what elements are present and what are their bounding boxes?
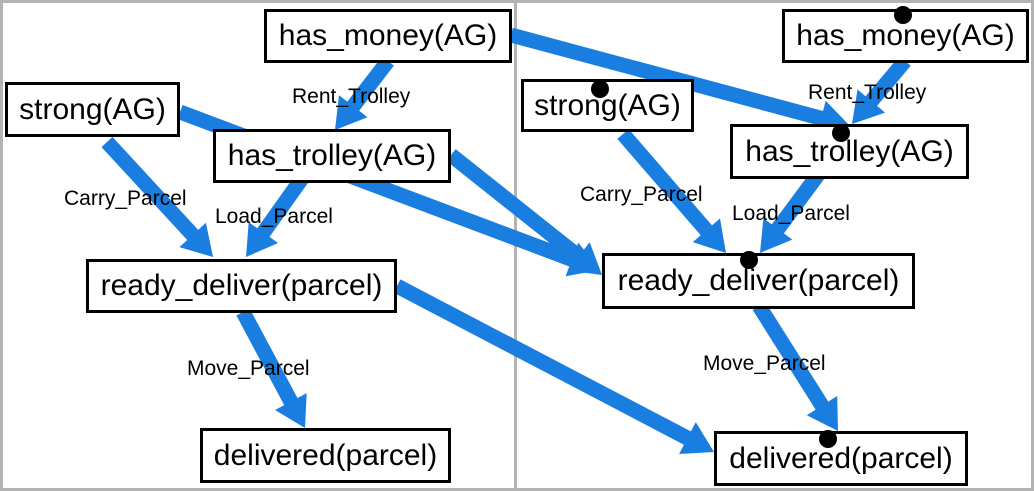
left-edge-rent-trolley — [335, 56, 394, 130]
right-node-has-trolley: has_trolley(AG) — [730, 124, 969, 179]
left-edge-ready-to-right-delivered — [393, 279, 714, 454]
left-label-carry-parcel: Carry_Parcel — [64, 187, 187, 210]
right-edge-carry-parcel — [617, 129, 726, 253]
marker-dot-has-money — [894, 6, 912, 24]
marker-dot-delivered — [819, 430, 837, 448]
marker-dot-ready-deliver — [740, 251, 758, 269]
right-edge-rent-trolley — [852, 56, 911, 125]
left-edge-move-parcel — [236, 308, 307, 428]
marker-dot-strong — [591, 80, 609, 98]
left-label-rent-trolley: Rent_Trolley — [292, 85, 411, 108]
left-edge-load-parcel — [246, 172, 310, 257]
left-edge-carry-parcel — [101, 136, 213, 257]
right-node-strong: strong(AG) — [521, 79, 694, 132]
right-label-carry-parcel: Carry_Parcel — [580, 183, 703, 206]
left-node-delivered: delivered(parcel) — [200, 428, 451, 483]
right-node-ready-deliver: ready_deliver(parcel) — [602, 253, 915, 309]
right-label-load-parcel: Load_Parcel — [732, 202, 850, 225]
right-label-rent-trolley: Rent_Trolley — [808, 81, 927, 104]
left-node-strong: strong(AG) — [5, 82, 180, 137]
right-edge-load-parcel — [760, 167, 826, 253]
right-label-move-parcel: Move_Parcel — [703, 352, 826, 375]
right-edge-move-parcel — [752, 302, 838, 431]
left-node-ready-deliver: ready_deliver(parcel) — [86, 259, 397, 313]
left-label-load-parcel: Load_Parcel — [215, 205, 333, 228]
right-node-delivered: delivered(parcel) — [714, 431, 968, 486]
marker-dot-has-trolley — [832, 124, 850, 142]
left-node-has-money: has_money(AG) — [264, 9, 512, 63]
left-edge-trolley-to-right-ready — [446, 149, 602, 275]
left-label-move-parcel: Move_Parcel — [187, 357, 310, 380]
left-node-has-trolley: has_trolley(AG) — [213, 129, 451, 183]
